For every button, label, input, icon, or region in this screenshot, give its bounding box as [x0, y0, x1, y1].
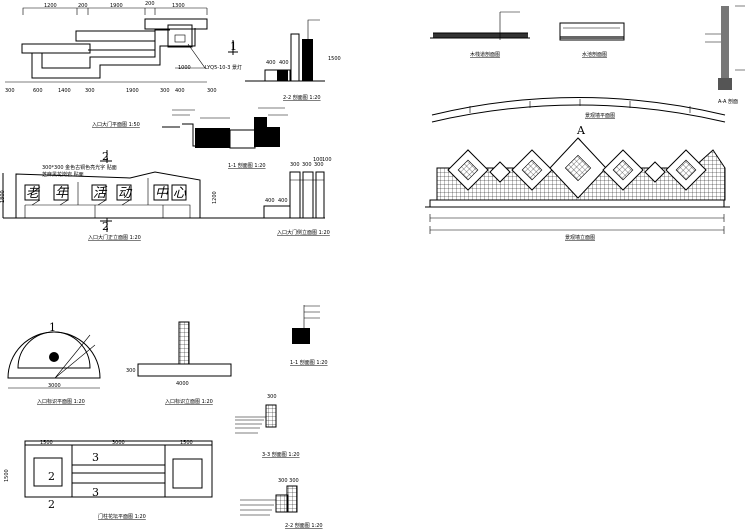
section-mark: 2: [48, 470, 55, 483]
dim: 300: [5, 88, 15, 94]
dim: 200: [145, 1, 155, 7]
wall-plan: 景观墙平面图: [431, 97, 726, 123]
dim: 1000: [178, 65, 191, 71]
drawing-title: 景观墙立面图: [565, 234, 595, 241]
dim: 1500: [180, 440, 193, 446]
dim: 300 300: [278, 478, 299, 484]
drawing-title: 3-3 剖面图 1:20: [262, 451, 300, 458]
drawing-title: 入口大门侧立面图 1:20: [277, 229, 330, 236]
character-panels: 老 年 活 动 中 心: [24, 184, 187, 201]
drawing-title: 入口标识平面图 1:20: [37, 398, 85, 405]
entrance-plan: 1200 200 1900 200 1300 LYQ5-10-3 景灯 1000…: [5, 1, 242, 128]
dim: 300: [85, 88, 95, 94]
dim: 1500: [40, 440, 53, 446]
dim: 3000: [112, 440, 125, 446]
dim: 300: [267, 394, 277, 400]
dim: 200: [78, 3, 88, 9]
dim: 1500: [4, 469, 10, 482]
dim: 600: [33, 88, 43, 94]
section-mark: 3: [92, 486, 99, 499]
drawing-title: A-A 剖面: [718, 98, 738, 105]
front-elevation: 2 老 年 活 动 中 心 300*300 金色古铜色亮光字 贴面 芝麻黑花岗岩…: [0, 150, 325, 241]
dim: 3000: [48, 383, 61, 389]
drawing-title: 1-1 剖面图 1:20: [228, 162, 266, 169]
dim: 400: [278, 198, 288, 204]
dim: 4000: [176, 381, 189, 387]
drawing-title: 2-2 剖面图 1:20: [283, 94, 321, 101]
dim: 1900: [126, 88, 139, 94]
drawing-title: 木栈道剖面图: [470, 51, 500, 58]
dim: 400: [265, 198, 275, 204]
drawing-title: 入口大门正立面图 1:20: [88, 234, 141, 241]
section-mark: 2: [102, 220, 109, 233]
wall-section: A-A 剖面: [705, 5, 745, 105]
dim: 300: [207, 88, 217, 94]
character: 年: [55, 186, 70, 201]
section-1-1: 1-1 剖面图 1:20: [162, 107, 288, 169]
drawing-title: 门柱花坛平面图 1:20: [98, 513, 146, 520]
side-elevation: 100 100 300 300 300 400 400 入口大门侧立面图 1:2…: [263, 157, 332, 236]
dim: 100: [322, 157, 332, 163]
annotation: 300*300 金色古铜色亮光字 贴面: [42, 164, 117, 171]
dim: 300: [302, 162, 312, 168]
sign-elevation: 4000 300 入口标识立面图 1:20: [126, 321, 232, 405]
section-mark: 3: [92, 451, 99, 464]
sign-section: 1-1 剖面图 1:20: [290, 305, 328, 366]
dim: 1900: [110, 3, 123, 9]
character: 中: [155, 186, 169, 201]
dim: 1200: [44, 3, 57, 9]
drawing-title: 水池剖面图: [582, 51, 607, 58]
drawing-title: 入口标识立面图 1:20: [165, 398, 213, 405]
sign-plan: 1 3000 入口标识平面图 1:20: [7, 321, 101, 405]
drawing-title: 1-1 剖面图 1:20: [290, 359, 328, 366]
character: 心: [173, 186, 187, 201]
character: 老: [26, 186, 41, 201]
drawing-title: 入口大门平面图 1:50: [92, 121, 140, 128]
character: 活: [93, 186, 108, 201]
section-mark: 1: [49, 321, 56, 334]
section-3-3: 300 3-3 剖面图 1:20: [235, 394, 300, 458]
dim: 300: [160, 88, 170, 94]
section-mark: A: [576, 124, 586, 137]
dim: 1200: [212, 191, 218, 204]
dim: 1400: [58, 88, 71, 94]
boardwalk-section: 木栈道剖面图: [430, 11, 530, 58]
pool-section: 水池剖面图: [559, 22, 625, 58]
dim: 400: [279, 60, 289, 66]
dim: 400: [266, 60, 276, 66]
planter-plan: 1500 3000 1500 1500 2 3 3 2 门柱花坛平面图 1:20: [4, 440, 213, 520]
dim: 300: [314, 162, 324, 168]
drawing-title: 景观墙平面图: [585, 112, 615, 119]
section-2-2: 400 400 1500 2-2 剖面图 1:20: [245, 19, 341, 101]
section-mark: 2: [102, 150, 109, 163]
dim: 1800: [0, 190, 6, 203]
annotation: 芝麻黑花岗岩 贴面: [42, 171, 84, 178]
dim: 1300: [172, 3, 185, 9]
note: LYQ5-10-3 景灯: [205, 64, 242, 71]
drawing-title: 2-2 剖面图 1:20: [285, 522, 323, 529]
wall-elevation: A 景观墙立面图: [425, 124, 730, 241]
dim: 1500: [328, 56, 341, 62]
character: 动: [118, 186, 133, 201]
dim: 300: [290, 162, 300, 168]
dim: 300: [126, 368, 136, 374]
section-mark: 2: [48, 498, 55, 511]
section-2-2b: 300 300 2-2 剖面图 1:20: [240, 478, 323, 529]
dim: 100: [313, 157, 323, 163]
dim: 400: [175, 88, 185, 94]
